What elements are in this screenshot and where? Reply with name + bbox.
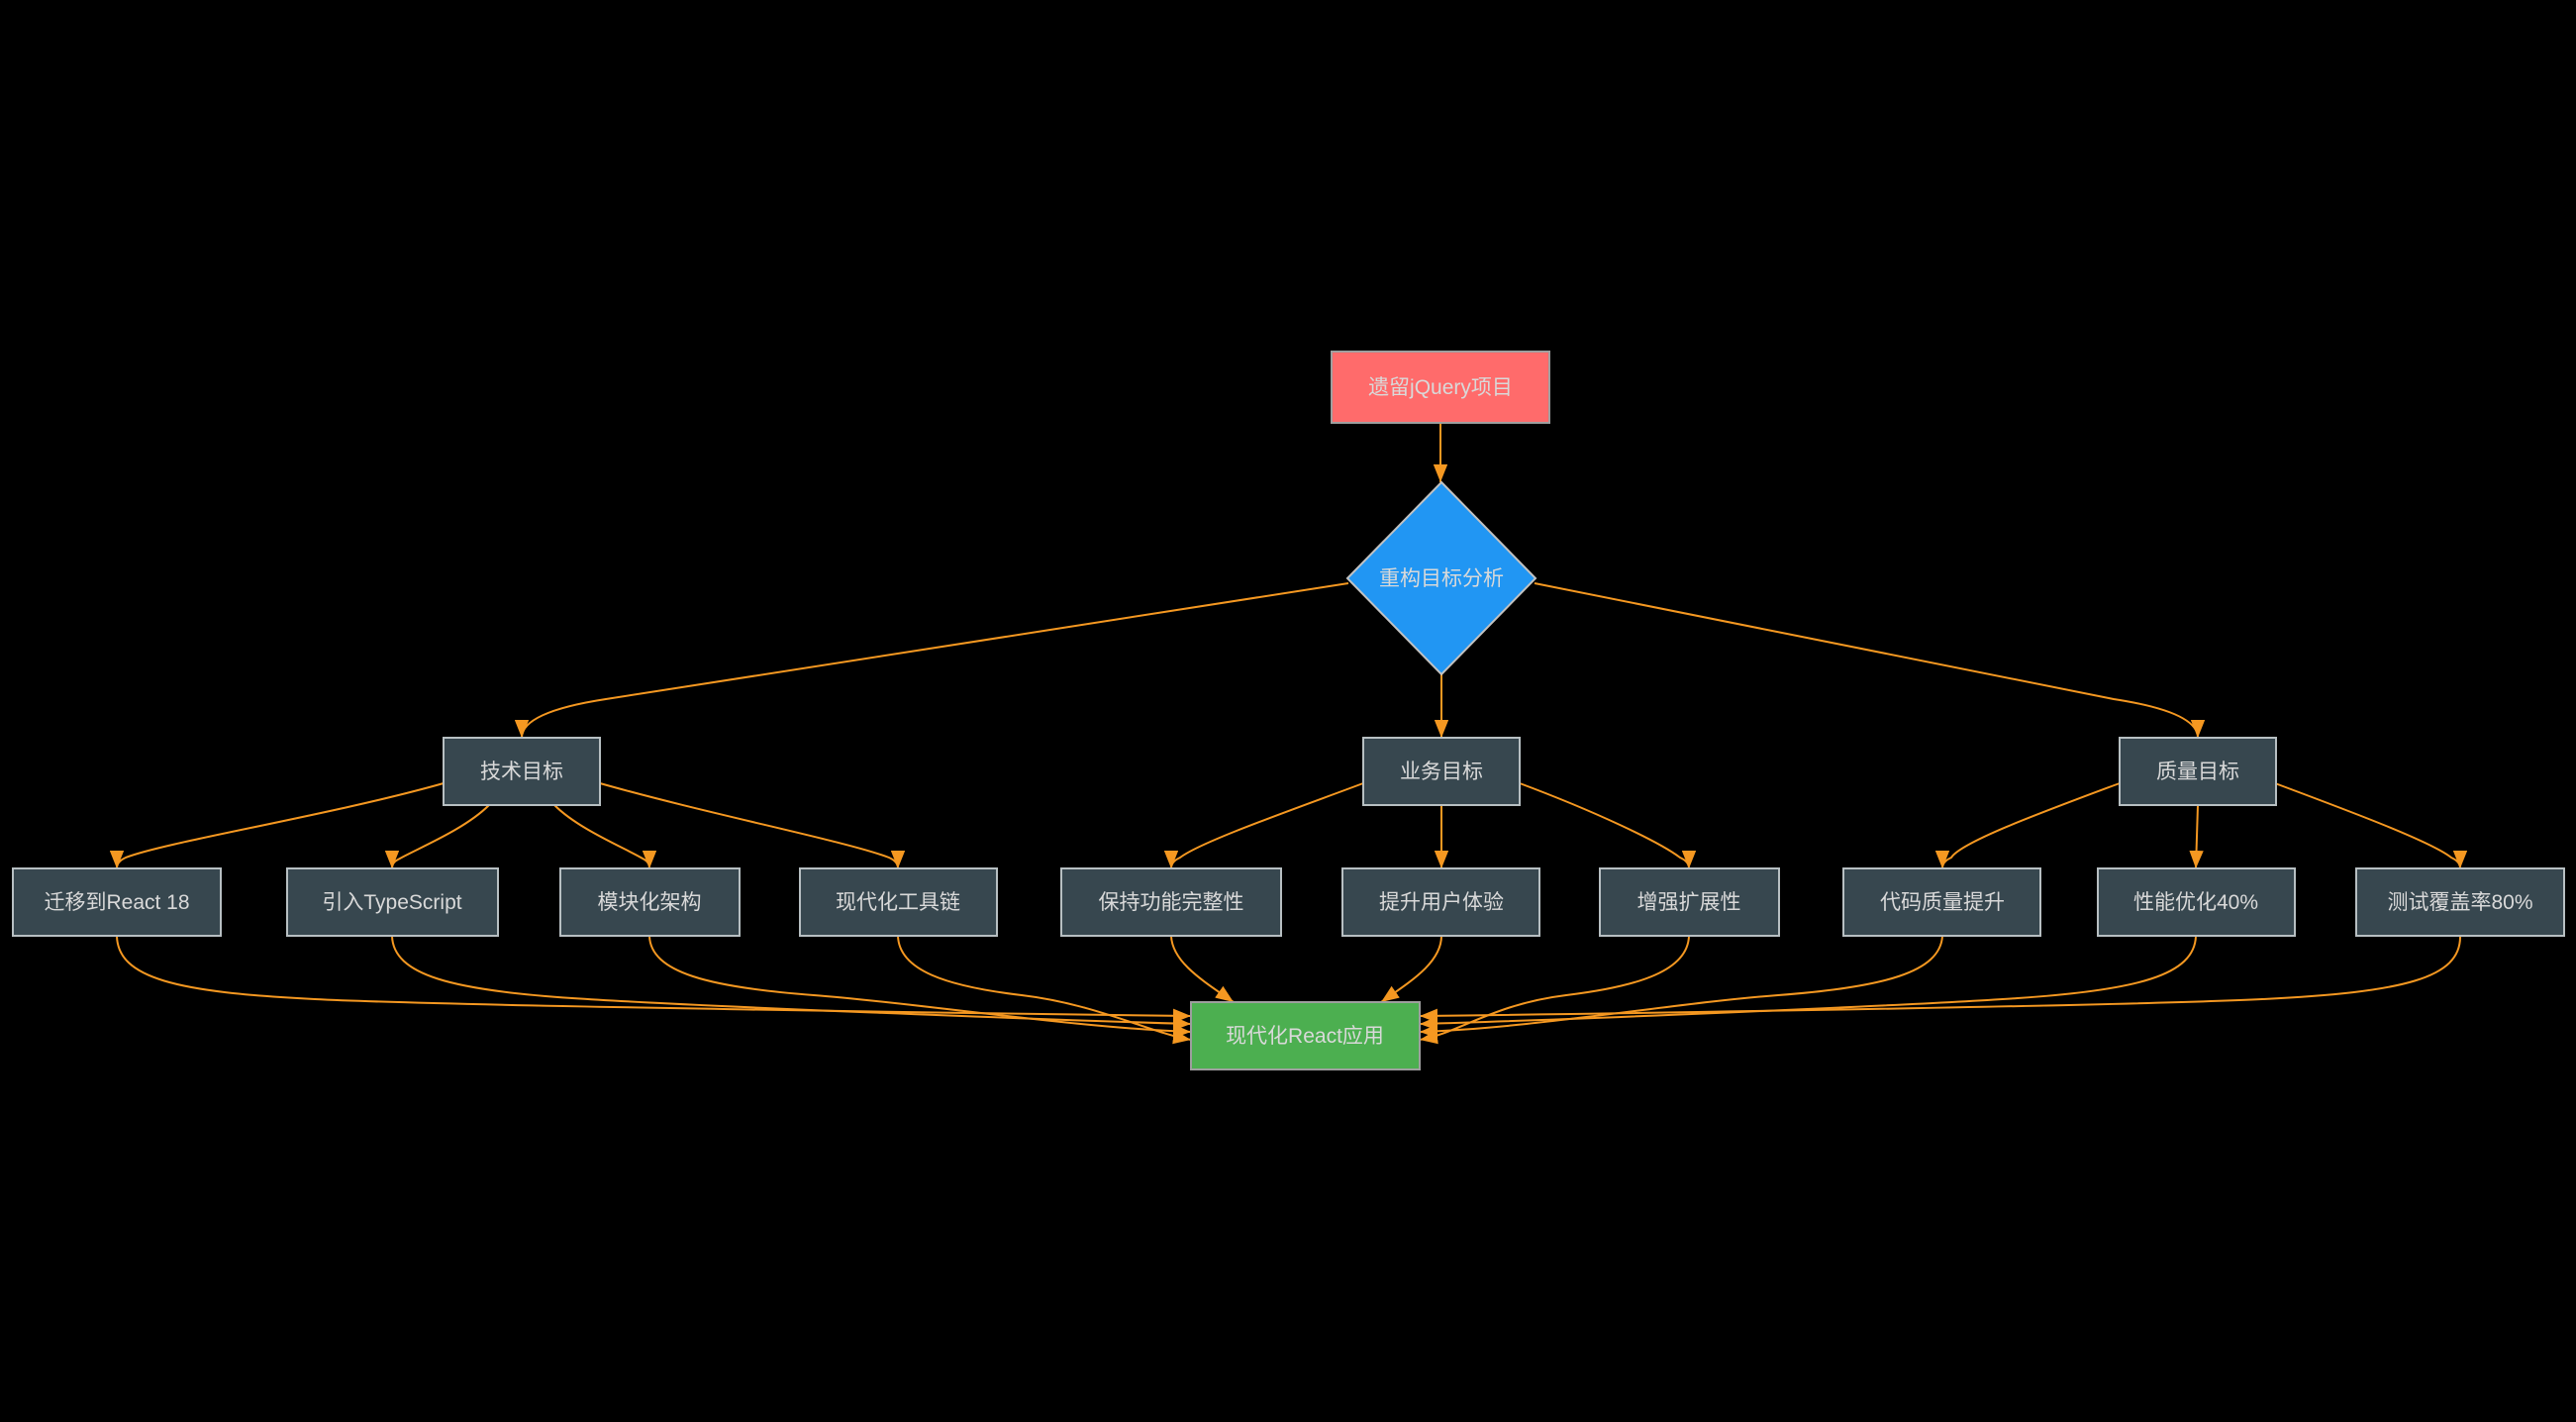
edge-quality-performance xyxy=(2189,804,2204,869)
node-codequality-label: 代码质量提升 xyxy=(1880,891,2005,914)
node-tech-goal-box xyxy=(443,737,601,806)
node-analysis-label: 重构目标分析 xyxy=(1379,567,1504,590)
node-result-box xyxy=(1190,1001,1421,1070)
node-biz-goal: 业务目标 xyxy=(1362,737,1521,806)
node-biz-goal-box xyxy=(1362,737,1521,806)
node-codequality-box xyxy=(1842,867,2041,937)
node-analysis: 重构目标分析 xyxy=(1345,480,1537,676)
node-result: 现代化React应用 xyxy=(1190,1001,1421,1070)
edge-toolchain-result xyxy=(897,935,1192,1045)
node-toolchain-label: 现代化工具链 xyxy=(836,891,960,914)
node-coverage-box xyxy=(2355,867,2565,937)
node-result-label: 现代化React应用 xyxy=(1226,1025,1384,1048)
node-typescript: 引入TypeScript xyxy=(286,867,499,937)
node-toolchain: 现代化工具链 xyxy=(799,867,998,937)
edge-analysis-tech xyxy=(514,582,1349,739)
edge-integrity-result xyxy=(1170,935,1235,1003)
node-integrity-box xyxy=(1060,867,1282,937)
node-ux: 提升用户体验 xyxy=(1341,867,1540,937)
node-react18-label: 迁移到React 18 xyxy=(44,891,189,914)
node-extensibility: 增强扩展性 xyxy=(1599,867,1780,937)
node-ux-label: 提升用户体验 xyxy=(1379,891,1504,914)
edge-ux-result xyxy=(1380,935,1442,1003)
node-tech-goal-label: 技术目标 xyxy=(480,761,563,783)
node-performance: 性能优化40% xyxy=(2097,867,2296,937)
node-modular: 模块化架构 xyxy=(559,867,741,937)
node-coverage: 测试覆盖率80% xyxy=(2355,867,2565,937)
edge-tech-typescript xyxy=(384,804,490,869)
edge-tech-modular xyxy=(553,804,657,869)
edge-extensibility-result xyxy=(1419,935,1690,1045)
node-legacy: 遗留jQuery项目 xyxy=(1331,351,1550,424)
node-react18-box xyxy=(12,867,222,937)
edge-analysis-quality xyxy=(1534,582,2206,739)
edge-quality-coverage xyxy=(2274,782,2468,869)
node-quality-goal: 质量目标 xyxy=(2119,737,2277,806)
node-typescript-label: 引入TypeScript xyxy=(322,891,461,914)
node-codequality: 代码质量提升 xyxy=(1842,867,2041,937)
edge-typescript-result xyxy=(391,935,1192,1031)
node-coverage-label: 测试覆盖率80% xyxy=(2387,891,2532,914)
node-integrity: 保持功能完整性 xyxy=(1060,867,1282,937)
node-performance-label: 性能优化40% xyxy=(2133,891,2258,914)
node-ux-box xyxy=(1341,867,1540,937)
node-tech-goal: 技术目标 xyxy=(443,737,601,806)
edge-biz-integrity xyxy=(1163,782,1364,869)
node-legacy-box xyxy=(1331,351,1550,424)
node-legacy-label: 遗留jQuery项目 xyxy=(1368,376,1513,399)
node-react18: 迁移到React 18 xyxy=(12,867,222,937)
node-modular-label: 模块化架构 xyxy=(598,891,702,914)
node-quality-goal-box xyxy=(2119,737,2277,806)
edge-coverage-result xyxy=(1419,935,2462,1023)
edge-quality-codequality xyxy=(1934,782,2121,869)
edge-performance-result xyxy=(1419,935,2197,1031)
node-typescript-box xyxy=(286,867,499,937)
node-integrity-label: 保持功能完整性 xyxy=(1099,891,1244,914)
edge-tech-react18 xyxy=(109,782,445,869)
node-quality-goal-label: 质量目标 xyxy=(2156,761,2239,783)
edge-group xyxy=(109,423,2468,1045)
node-biz-goal-label: 业务目标 xyxy=(1400,761,1483,783)
edge-react18-result xyxy=(116,935,1192,1023)
node-extensibility-box xyxy=(1599,867,1780,937)
node-modular-box xyxy=(559,867,741,937)
edge-biz-extensibility xyxy=(1519,782,1697,869)
node-extensibility-label: 增强扩展性 xyxy=(1637,891,1741,914)
node-performance-box xyxy=(2097,867,2296,937)
edge-modular-result xyxy=(648,935,1192,1039)
edge-codequality-result xyxy=(1419,935,1943,1039)
node-toolchain-box xyxy=(799,867,998,937)
node-analysis-diamond xyxy=(1345,480,1537,676)
edge-tech-toolchain xyxy=(599,782,906,869)
